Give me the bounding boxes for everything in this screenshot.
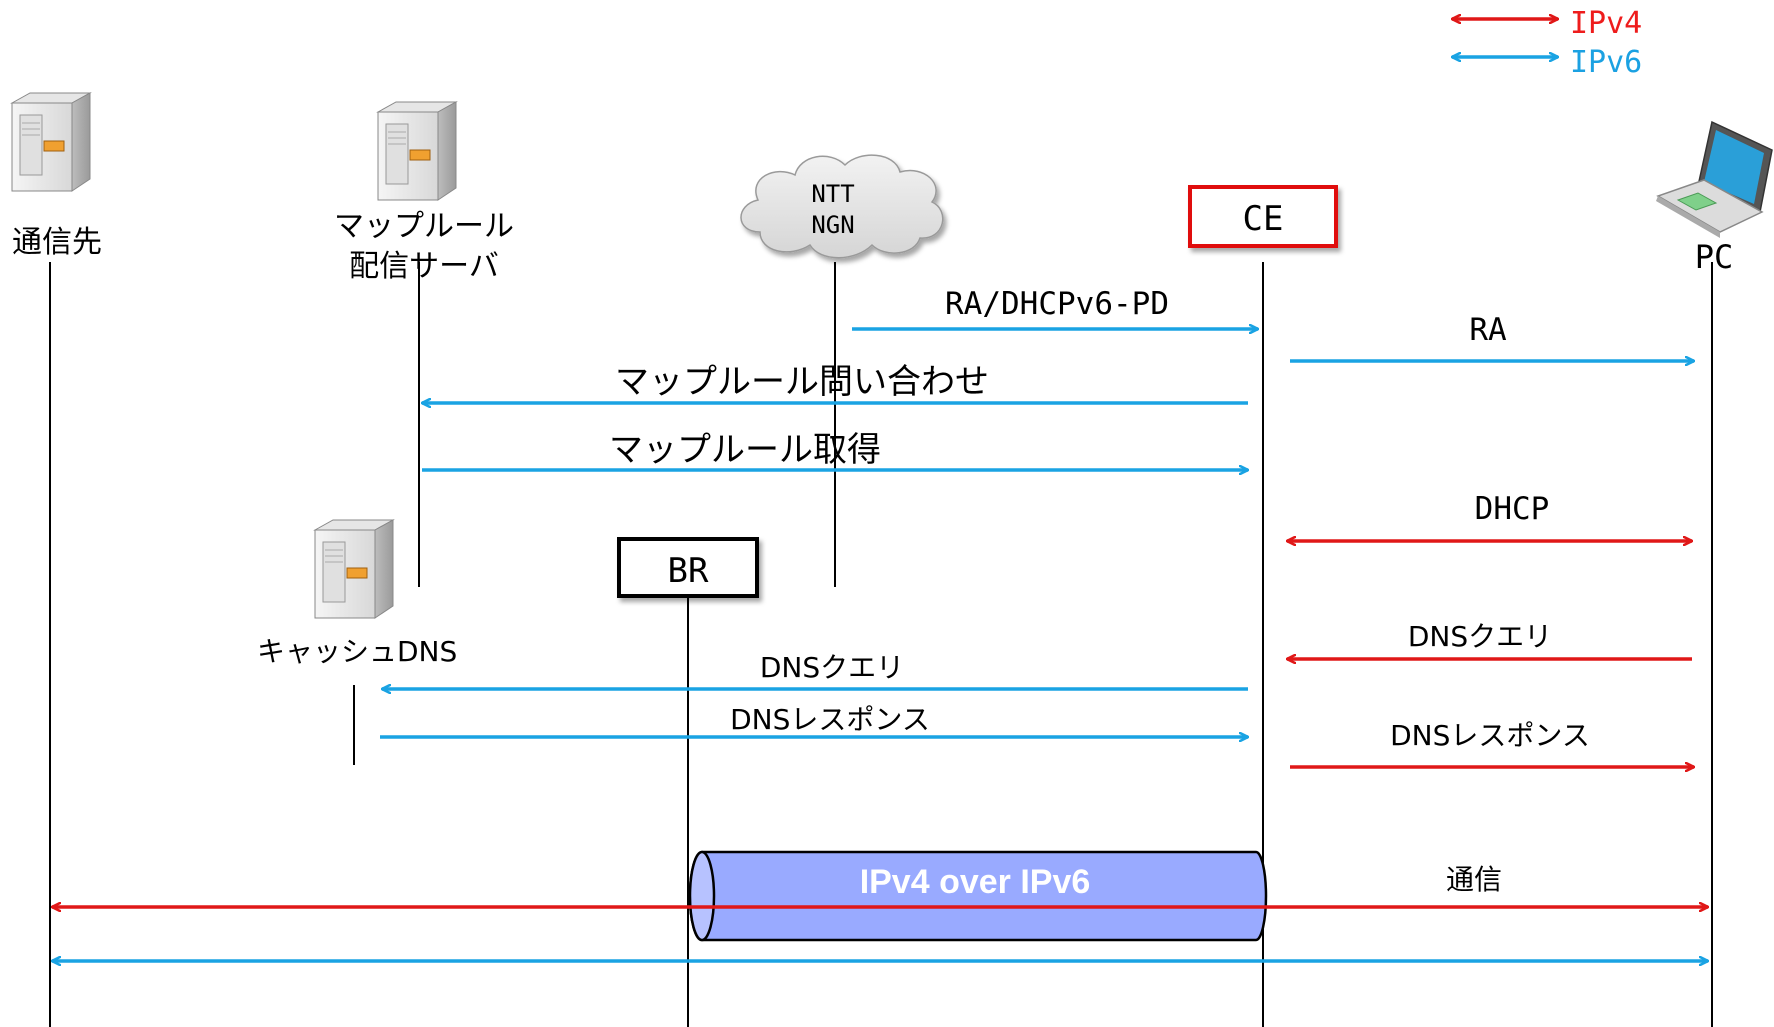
server-icon-map-rule (376, 101, 458, 201)
ipv4-over-ipv6-tunnel (688, 850, 1268, 942)
msg-dns-query-ce: DNSクエリ (760, 651, 904, 684)
msg-map-rule-get: マップルール取得 (609, 430, 881, 470)
cloud-label-line1: NTT (811, 180, 854, 208)
br-label: BR (668, 551, 709, 591)
legend: IPv4 IPv6 (1452, 6, 1642, 80)
msg-dns-query-pc: DNSクエリ (1408, 620, 1552, 653)
node-label-map-server-line2: 配信サーバ (349, 249, 499, 284)
msg-ra: RA (1469, 312, 1507, 348)
node-label-cache-dns: キャッシュDNS (257, 635, 457, 668)
br-box (617, 537, 759, 598)
node-label-destination: 通信先 (12, 225, 102, 260)
msg-dns-response-pc: DNSレスポンス (1390, 719, 1590, 752)
cloud-label-line2: NGN (811, 211, 854, 239)
server-icon-cache-dns (313, 519, 395, 619)
node-label-map-server-line1: マップルール (334, 209, 514, 244)
ce-label: CE (1243, 199, 1284, 239)
legend-ipv6-label: IPv6 (1570, 45, 1642, 80)
tunnel-label: IPv4 over IPv6 (860, 863, 1091, 901)
legend-ipv4-label: IPv4 (1570, 6, 1642, 41)
msg-map-rule-query: マップルール問い合わせ (615, 362, 989, 402)
msg-dns-response-ce: DNSレスポンス (730, 703, 930, 736)
server-icon-destination (10, 92, 92, 192)
msg-dhcp: DHCP (1475, 491, 1550, 527)
node-label-pc: PC (1695, 238, 1734, 276)
msg-comm: 通信 (1446, 863, 1502, 896)
msg-ra-dhcpv6-pd: RA/DHCPv6-PD (945, 286, 1169, 322)
ce-box (1188, 185, 1338, 248)
cloud-icon-ngn (740, 154, 944, 259)
laptop-icon-pc (1656, 120, 1773, 238)
